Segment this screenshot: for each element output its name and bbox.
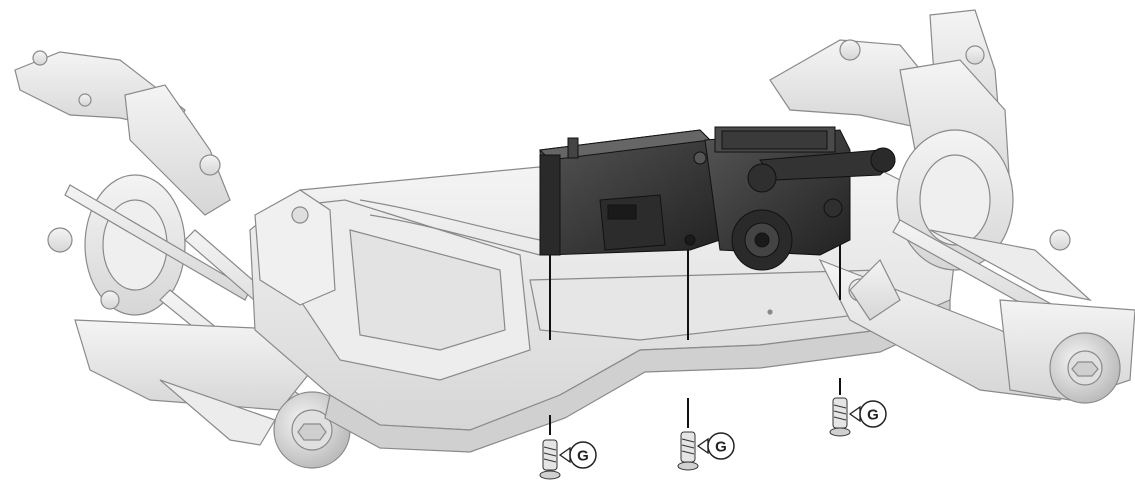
callout-middle: G	[696, 432, 735, 460]
guide-lines	[549, 245, 841, 435]
screw-middle	[677, 431, 699, 471]
screw-right	[829, 397, 851, 437]
screw-left	[539, 439, 561, 480]
steering-servo	[538, 126, 896, 271]
left-suspension-assembly	[14, 50, 351, 469]
callout-label-middle: G	[715, 439, 727, 456]
callout-label-right: G	[867, 407, 879, 424]
callout-left: G	[558, 441, 597, 469]
callout-label-left: G	[577, 448, 589, 465]
right-suspension-assembly	[769, 9, 1135, 404]
callout-right: G	[848, 400, 887, 428]
